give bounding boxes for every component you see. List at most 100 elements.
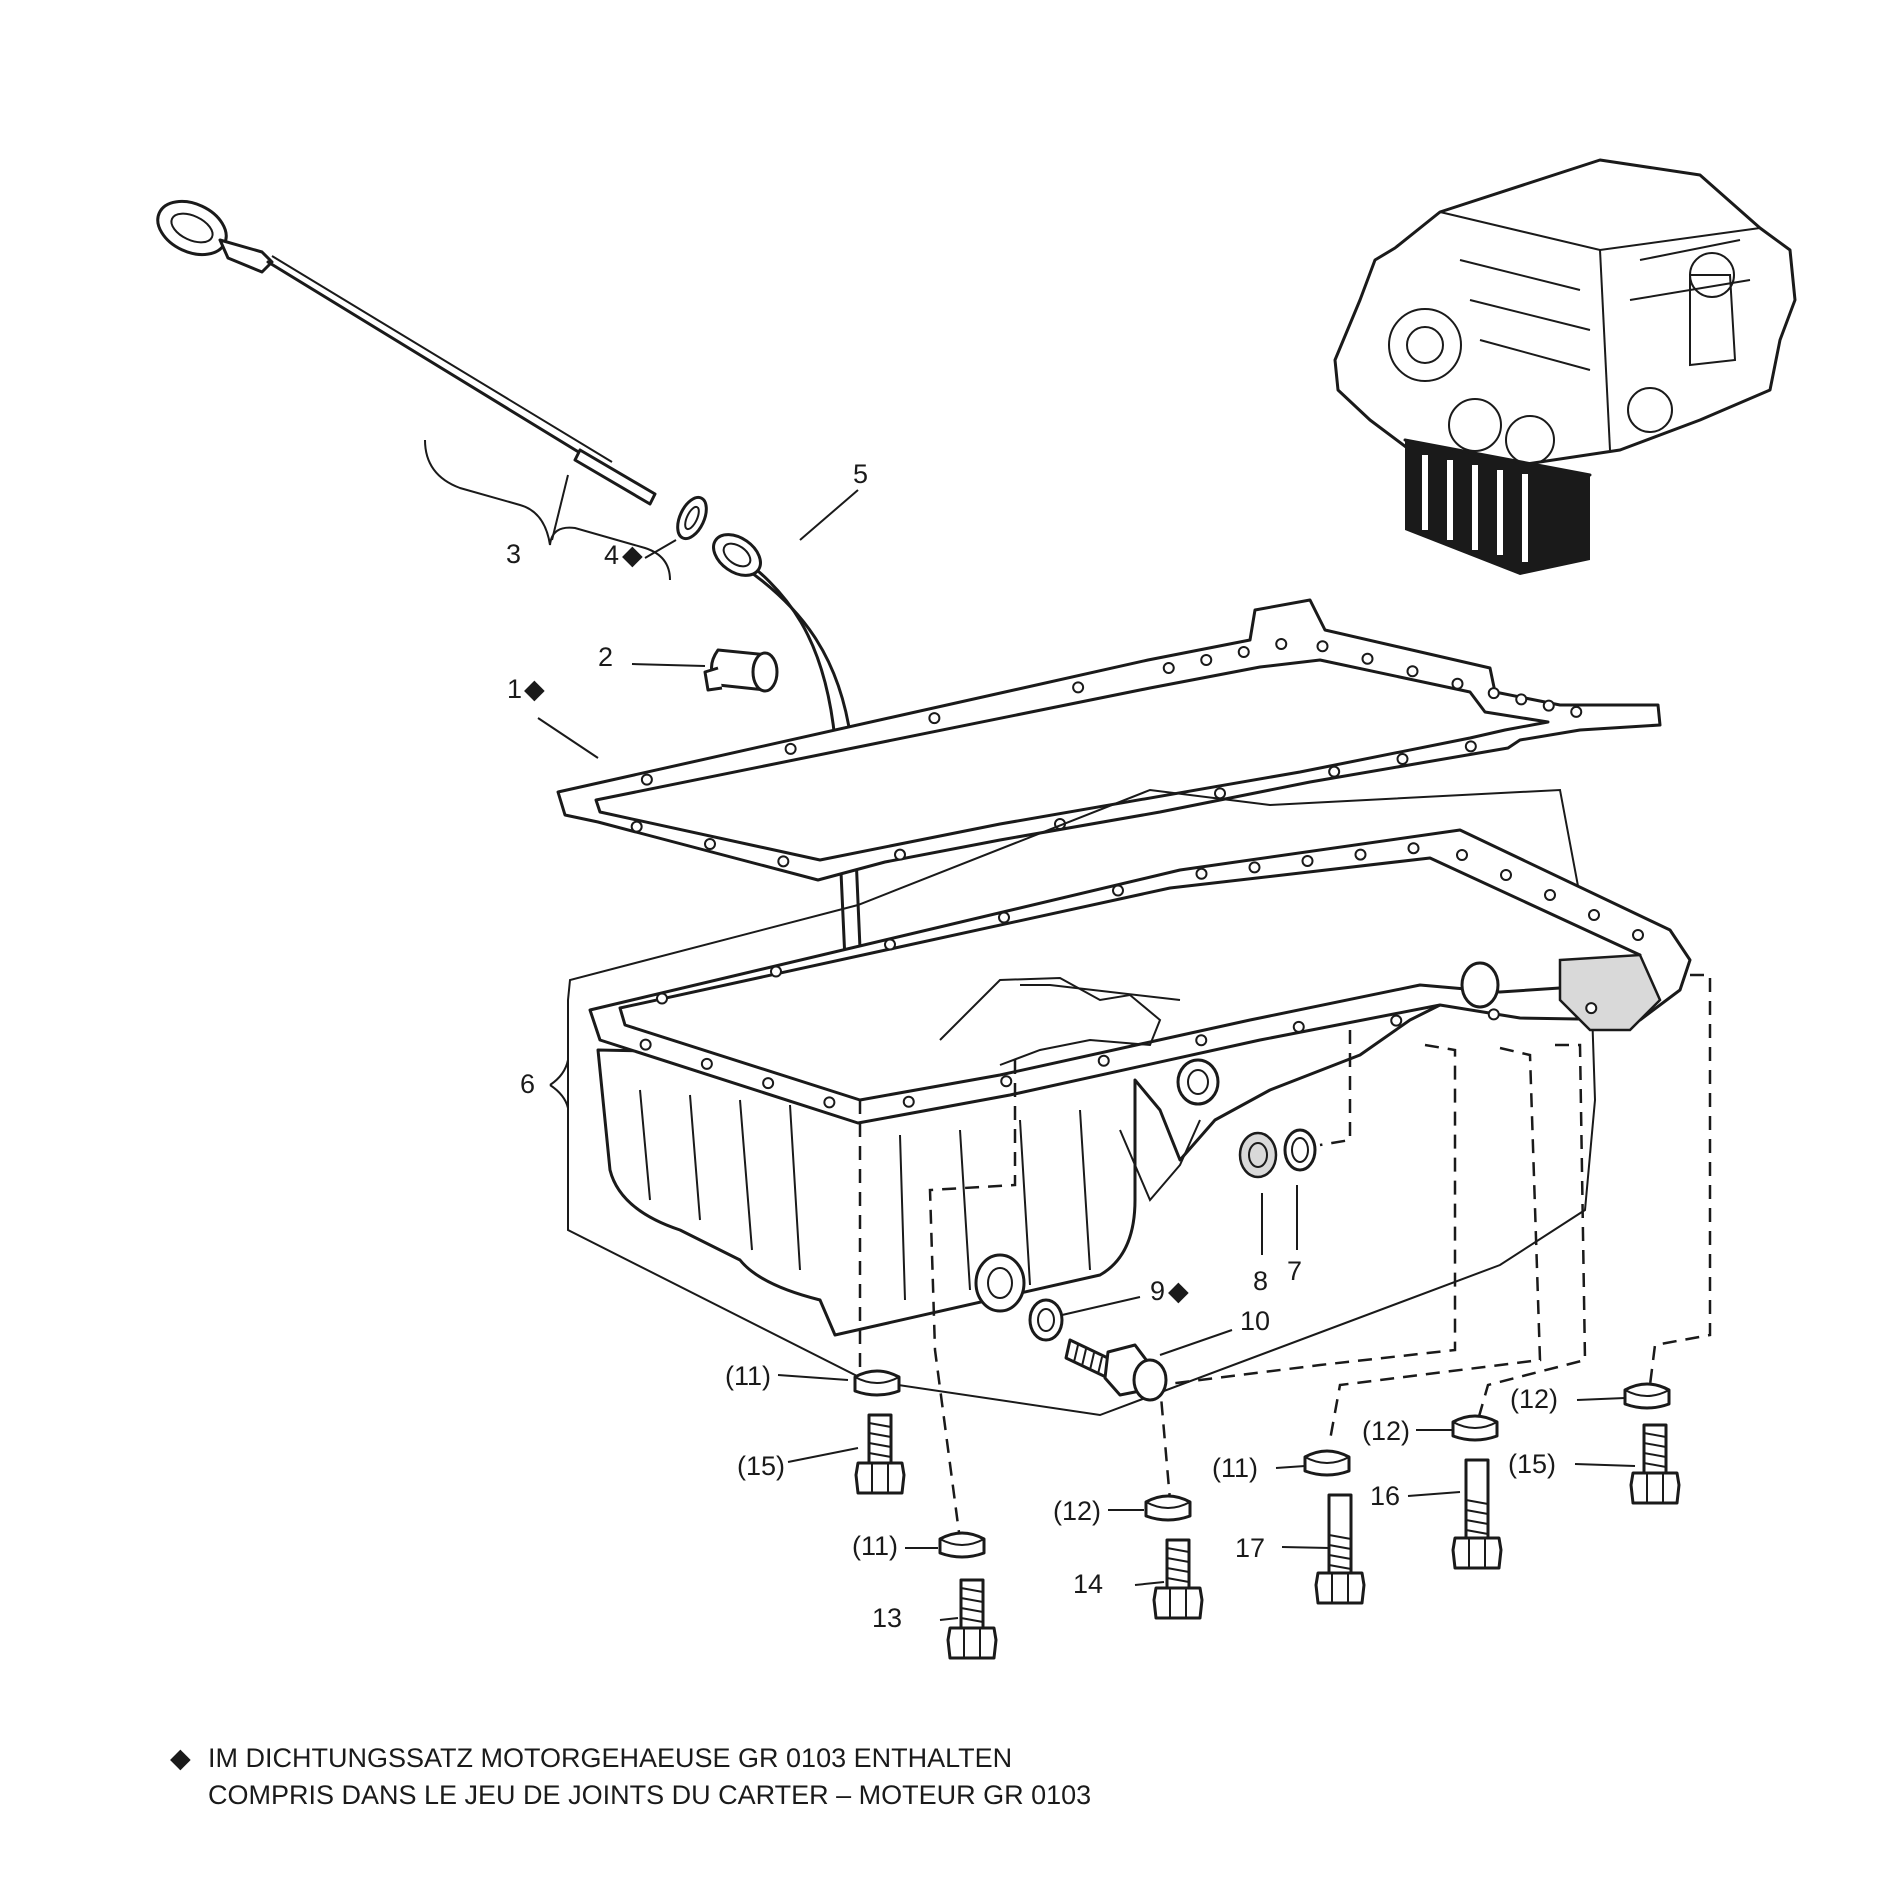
bolt-16 — [1451, 1458, 1503, 1570]
leader-4 — [644, 539, 677, 559]
callout-12-c: (12) — [1510, 1384, 1558, 1414]
bolt-hole — [770, 965, 782, 978]
leader-3 — [551, 474, 569, 541]
bolt-hole — [1316, 640, 1329, 653]
bolt-hole — [640, 773, 653, 786]
bolt-15-a — [854, 1413, 906, 1495]
callout-11-c: (11) — [1212, 1453, 1258, 1483]
bolt-14 — [1152, 1538, 1204, 1620]
bolt-hole — [1097, 1054, 1110, 1067]
callout-17: 17 — [1235, 1533, 1265, 1563]
dipstick-seal-ring — [676, 495, 708, 541]
washer-11-a — [853, 1369, 901, 1397]
callout-13: 13 — [872, 1603, 902, 1633]
bolt-hole — [1195, 1034, 1208, 1047]
callout-6: 6 — [520, 1069, 535, 1099]
callout-bracket-6 — [549, 1059, 569, 1109]
bolt-hole — [704, 838, 716, 850]
bolt-15-b — [1629, 1423, 1681, 1505]
bolt-hole — [700, 1057, 713, 1070]
bolt-17 — [1314, 1493, 1366, 1605]
callout-1: 1 — [507, 674, 522, 704]
bolt-hole — [1570, 705, 1583, 718]
washer-12-b — [1451, 1414, 1499, 1442]
bolt-hole — [1456, 849, 1468, 861]
bolt-hole — [1000, 1075, 1013, 1088]
bolt-hole — [1451, 677, 1464, 690]
bolt-hole — [884, 938, 896, 951]
callout-14: 14 — [1073, 1569, 1103, 1599]
bolt-hole — [1390, 1014, 1403, 1027]
leader-2 — [631, 663, 706, 667]
bolt-hole — [1464, 740, 1477, 753]
bolt-hole — [1195, 867, 1208, 880]
footnote-line-german: IM DICHTUNGSSATZ MOTORGEHAEUSE GR 0103 E… — [208, 1743, 1013, 1773]
bolt-hole — [784, 742, 797, 755]
bolt-hole — [1487, 687, 1500, 700]
bolt-hole — [1112, 884, 1124, 897]
gasket-set-mark: ◆ — [1168, 1276, 1189, 1306]
oil-pan — [567, 788, 1692, 1417]
callout-3: 3 — [506, 539, 521, 569]
dipstick-guide-tube — [712, 533, 872, 1182]
callout-12-b: (12) — [1362, 1416, 1410, 1446]
callout-7: 7 — [1287, 1256, 1302, 1286]
bolt-hole — [1301, 855, 1314, 867]
callout-5: 5 — [853, 459, 868, 489]
bolt-hole — [902, 1095, 915, 1108]
bolt-hole — [1214, 787, 1226, 800]
footnote-line-french: COMPRIS DANS LE JEU DE JOINTS DU CARTER … — [208, 1780, 1092, 1810]
callout-11-a: (11) — [725, 1361, 771, 1391]
callout-8: 8 — [1253, 1266, 1268, 1296]
bolt-hole — [656, 992, 668, 1005]
bolt-hole — [777, 855, 790, 868]
drain-plug-bolt — [1064, 1338, 1168, 1402]
leader-10 — [1159, 1329, 1233, 1356]
bolt-hole — [762, 1077, 775, 1090]
callout-10: 10 — [1240, 1306, 1270, 1336]
bolt-hole — [1515, 693, 1528, 706]
gasket-set-mark: ◆ — [524, 674, 545, 704]
callout-4: 4 — [604, 540, 619, 570]
bolt-hole — [1200, 654, 1213, 666]
bolt-hole — [1237, 646, 1250, 658]
bolt-hole — [1248, 861, 1261, 874]
bolt-hole — [1542, 699, 1555, 712]
callout-15-b: (15) — [1508, 1449, 1556, 1479]
bolt-hole — [1632, 929, 1644, 941]
drain-seal-ring — [1028, 1298, 1064, 1342]
bolt-hole — [1585, 1002, 1598, 1015]
seal-ring-part-7 — [1283, 1128, 1317, 1172]
washer-11-b — [938, 1531, 986, 1559]
assembly-lines — [858, 973, 1712, 1541]
dipstick — [156, 199, 657, 506]
gasket-set-mark: ◆ — [622, 540, 643, 570]
bolt-hole — [1292, 1020, 1305, 1033]
bolt-hole — [928, 712, 941, 725]
bolt-hole — [894, 848, 906, 861]
washer-12-a — [1144, 1494, 1192, 1522]
bolt-hole — [1544, 889, 1556, 901]
bolt-hole — [1588, 909, 1600, 921]
leader-5 — [799, 489, 859, 541]
callout-11-b: (11) — [852, 1531, 898, 1561]
callout-16: 16 — [1370, 1481, 1400, 1511]
washer-11-c — [1303, 1449, 1351, 1477]
leader-1 — [537, 717, 599, 759]
callout-9: 9 — [1150, 1276, 1165, 1306]
bolt-hole — [998, 911, 1010, 924]
bolt-hole — [1354, 848, 1367, 861]
bolt-hole — [1407, 842, 1420, 855]
callout-2: 2 — [598, 642, 613, 672]
plug-part-8 — [1238, 1131, 1278, 1179]
bolt-hole — [1406, 665, 1419, 678]
leader-lines-small-parts — [777, 1374, 1636, 1621]
bolt-hole — [1275, 638, 1288, 650]
leader-9 — [1061, 1296, 1141, 1316]
bolt-hole — [1328, 765, 1341, 778]
engine-overview-illustration — [1333, 158, 1797, 575]
footnote-mark: ◆ — [170, 1743, 191, 1773]
washer-12-c — [1623, 1382, 1671, 1410]
bolt-hole — [1361, 652, 1374, 665]
